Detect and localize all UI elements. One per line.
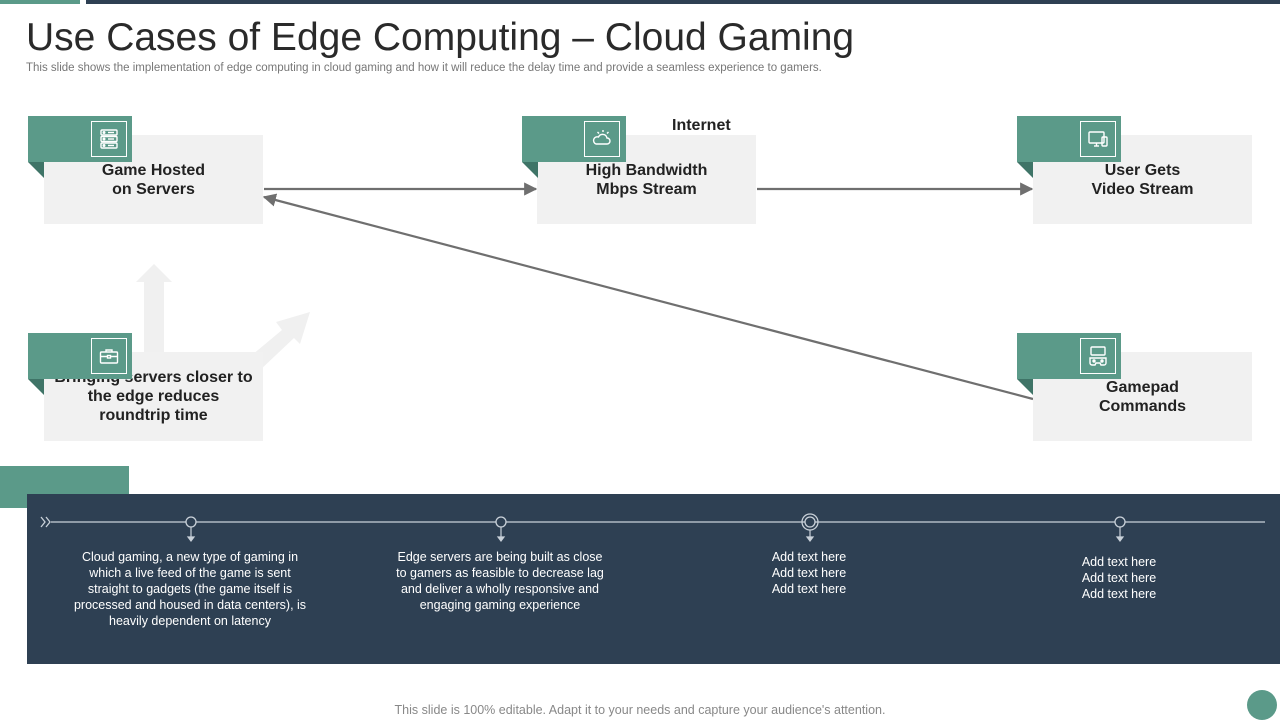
gamepad-icon	[1080, 338, 1116, 374]
node-gamepad-label: Gamepad Commands	[1098, 378, 1187, 415]
tag-fold	[28, 162, 44, 178]
server-icon	[91, 121, 127, 157]
timeline-marker-3	[804, 516, 816, 528]
timeline-text-1: Cloud gaming, a new type of gaming in wh…	[73, 550, 307, 628]
tag-fold	[28, 379, 44, 395]
timeline-marker-1	[185, 516, 197, 528]
internet-label: Internet	[672, 117, 731, 134]
top-accent-dark	[86, 0, 1280, 4]
corner-dot	[1247, 690, 1277, 720]
timeline-text-4: Add text here Add text here Add text her…	[1081, 555, 1157, 601]
timeline-text-3: Add text here Add text here Add text her…	[771, 550, 847, 596]
node-game-hosted-label: Game Hosted on Servers	[101, 161, 206, 198]
top-accent-green	[0, 0, 80, 4]
timeline-marker-2	[495, 516, 507, 528]
monitor-icon	[1080, 121, 1116, 157]
tag-fold	[1017, 379, 1033, 395]
edge-gamepad-to-game	[262, 193, 1034, 401]
slide-title: Use Cases of Edge Computing – Cloud Gami…	[26, 16, 855, 59]
briefcase-icon	[91, 338, 127, 374]
double-chevron-icon	[40, 516, 51, 528]
tag-fold	[1017, 162, 1033, 178]
tag-fold	[522, 162, 538, 178]
node-high-bandwidth-label: High Bandwidth Mbps Stream	[585, 161, 708, 198]
slide-subtitle: This slide shows the implementation of e…	[26, 62, 822, 74]
node-user-gets-label: User Gets Video Stream	[1091, 161, 1194, 198]
timeline-text-2: Edge servers are being built as close to…	[396, 550, 604, 612]
cloud-sun-icon	[584, 121, 620, 157]
footer-note: This slide is 100% editable. Adapt it to…	[394, 703, 886, 717]
timeline-marker-4	[1114, 516, 1126, 528]
timeline-axis	[40, 513, 1265, 542]
timeline-panel: Cloud gaming, a new type of gaming in wh…	[27, 494, 1280, 664]
node-gamepad-tag	[1017, 333, 1121, 379]
node-game-hosted-tag	[28, 116, 132, 162]
